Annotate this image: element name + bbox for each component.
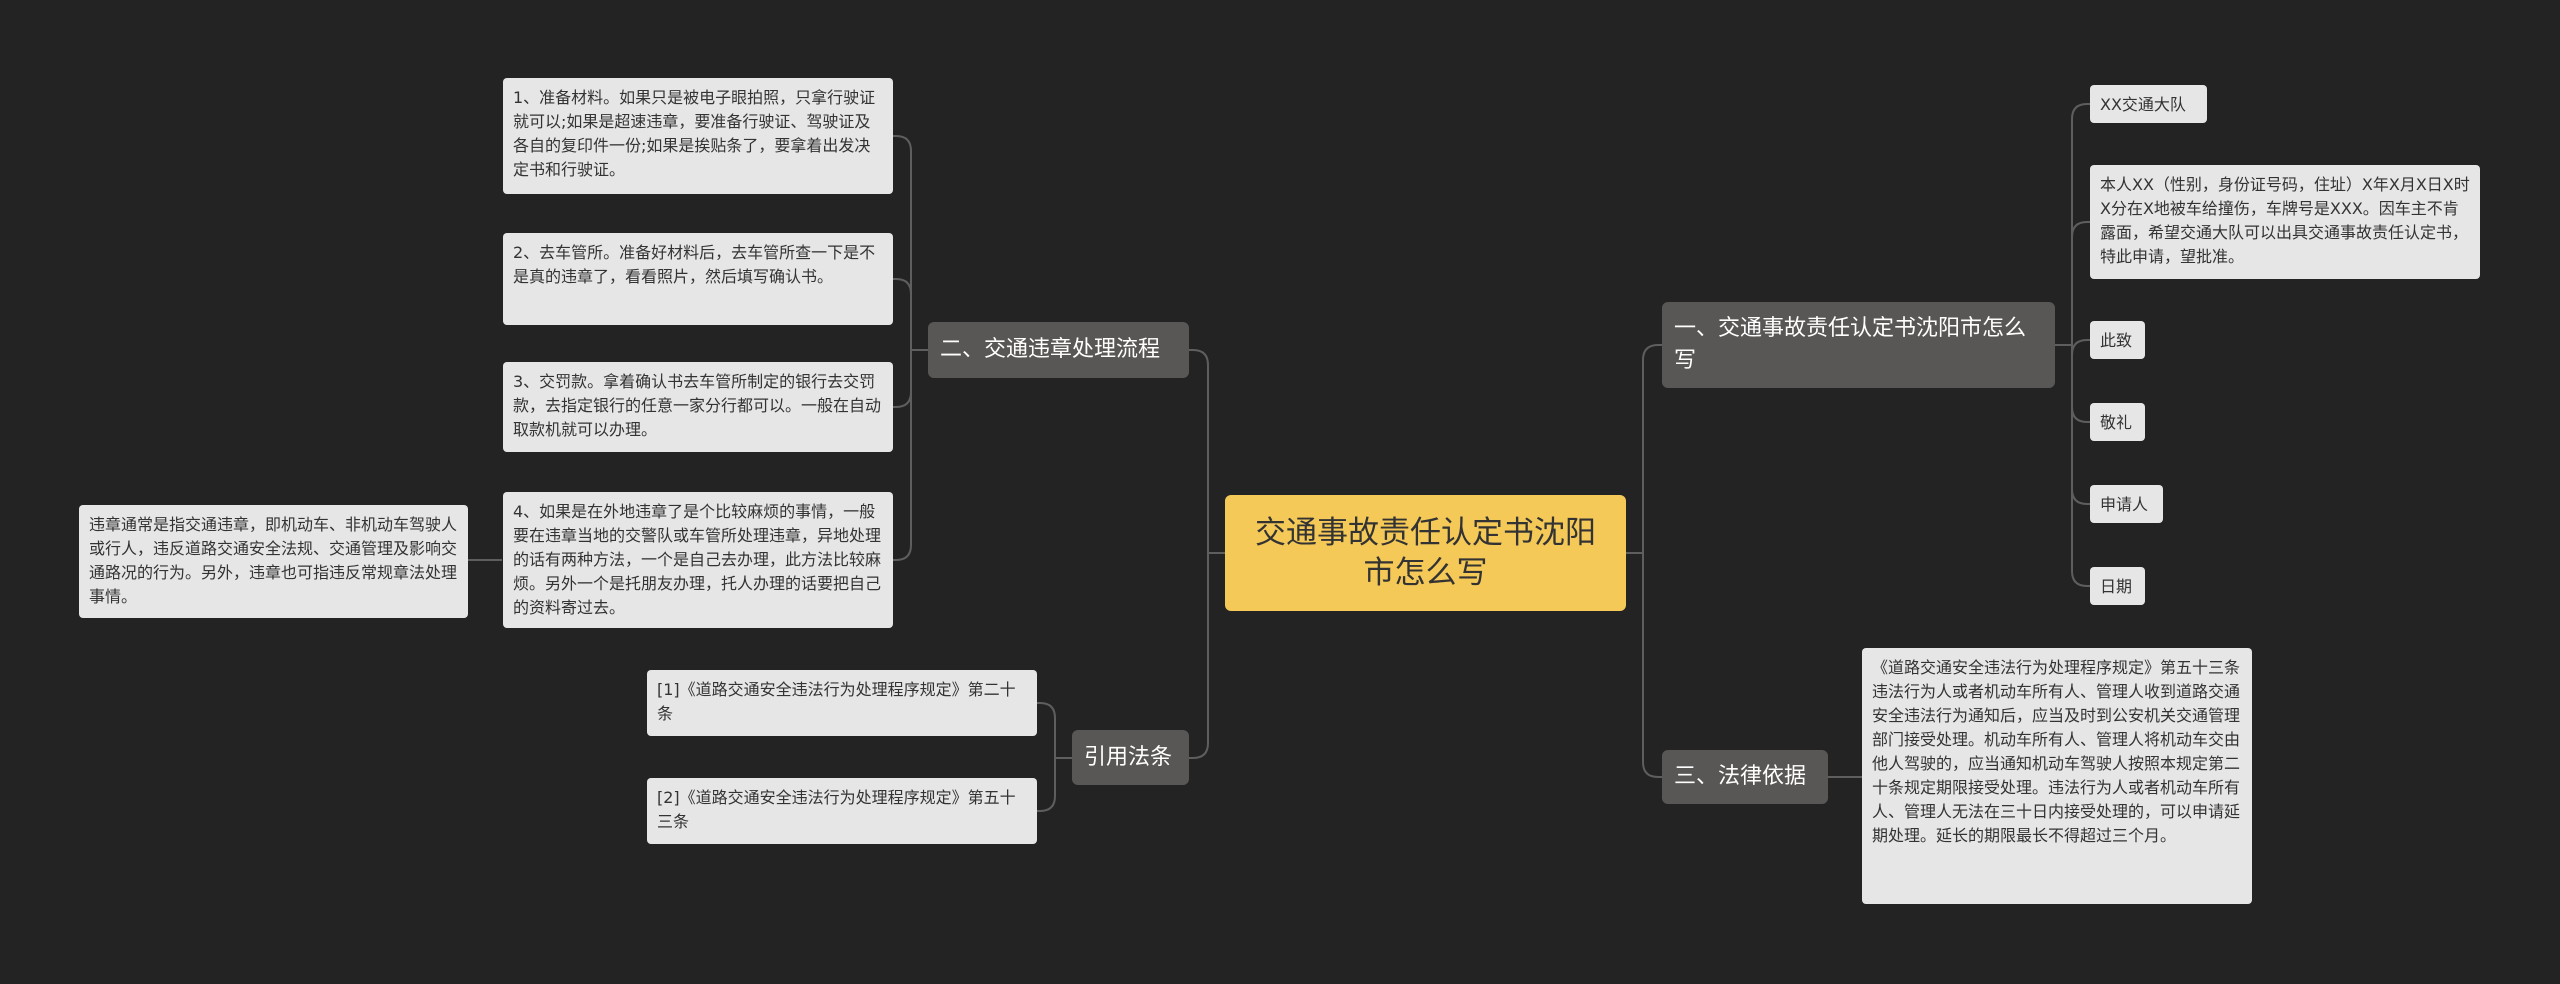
branch-legal-basis[interactable]: 三、法律依据 bbox=[1662, 750, 1828, 804]
leaf-date[interactable]: 日期 bbox=[2090, 567, 2145, 605]
leaf-text: 本人XX（性别，身份证号码，住址）X年X月X日X时X分在X地被车给撞伤，车牌号是… bbox=[2100, 175, 2470, 266]
leaf-citation-2[interactable]: [2]《道路交通安全违法行为处理程序规定》第五十三条 bbox=[647, 778, 1037, 844]
leaf-text: XX交通大队 bbox=[2100, 95, 2186, 114]
leaf-application-body[interactable]: 本人XX（性别，身份证号码，住址）X年X月X日X时X分在X地被车给撞伤，车牌号是… bbox=[2090, 165, 2480, 279]
leaf-text: 3、交罚款。拿着确认书去车管所制定的银行去交罚款，去指定银行的任意一家分行都可以… bbox=[513, 372, 882, 439]
connector-b2-leaf2 bbox=[893, 278, 928, 351]
leaf-text: 1、准备材料。如果只是被电子眼拍照，只拿行驶证就可以;如果是超速违章，要准备行驶… bbox=[513, 88, 876, 179]
branch-violation-process[interactable]: 二、交通违章处理流程 bbox=[928, 322, 1189, 378]
leaf-text: 违章通常是指交通违章，即机动车、非机动车驾驶人或行人，违反道路交通安全法规、交通… bbox=[89, 515, 458, 606]
leaf-step-vehicle-office[interactable]: 2、去车管所。准备好材料后，去车管所查一下是不是真的违章了，看看照片，然后填写确… bbox=[503, 233, 893, 325]
leaf-text: 申请人 bbox=[2100, 495, 2149, 514]
root-topic-label: 交通事故责任认定书沈阳市怎么写 bbox=[1255, 515, 1596, 591]
leaf-traffic-brigade[interactable]: XX交通大队 bbox=[2090, 85, 2207, 123]
connector-b4-leaf2 bbox=[1037, 757, 1072, 812]
branch-cited-laws[interactable]: 引用法条 bbox=[1072, 730, 1189, 785]
leaf-text: [2]《道路交通安全违法行为处理程序规定》第五十三条 bbox=[657, 788, 1016, 831]
leaf-violation-definition[interactable]: 违章通常是指交通违章，即机动车、非机动车驾驶人或行人，违反道路交通安全法规、交通… bbox=[79, 505, 468, 618]
leaf-zhici[interactable]: 此致 bbox=[2090, 321, 2145, 359]
connector-b4-leaf1 bbox=[1037, 702, 1072, 759]
branch-label: 一、交通事故责任认定书沈阳市怎么写 bbox=[1674, 316, 2027, 373]
leaf-applicant[interactable]: 申请人 bbox=[2090, 485, 2163, 523]
connector-root-b3 bbox=[1626, 552, 1662, 778]
branch-label: 引用法条 bbox=[1084, 744, 1173, 770]
leaf-text: [1]《道路交通安全违法行为处理程序规定》第二十条 bbox=[657, 680, 1016, 723]
branch-label: 二、交通违章处理流程 bbox=[940, 337, 1161, 362]
leaf-citation-1[interactable]: [1]《道路交通安全违法行为处理程序规定》第二十条 bbox=[647, 670, 1037, 736]
connector-b2-leaf1 bbox=[893, 135, 928, 351]
leaf-text: 敬礼 bbox=[2100, 413, 2133, 432]
connector-root-b4 bbox=[1189, 552, 1225, 759]
connector-b2-leaf4 bbox=[893, 349, 928, 561]
leaf-step-prepare-materials[interactable]: 1、准备材料。如果只是被电子眼拍照，只拿行驶证就可以;如果是超速违章，要准备行驶… bbox=[503, 78, 893, 194]
leaf-text: 4、如果是在外地违章了是个比较麻烦的事情，一般要在违章当地的交警队或车管所处理违… bbox=[513, 502, 882, 617]
leaf-text: 此致 bbox=[2100, 331, 2133, 350]
leaf-jingli[interactable]: 敬礼 bbox=[2090, 403, 2145, 441]
branch-accident-certificate[interactable]: 一、交通事故责任认定书沈阳市怎么写 bbox=[1662, 302, 2055, 388]
leaf-text: 《道路交通安全违法行为处理程序规定》第五十三条 违法行为人或者机动车所有人、管理… bbox=[1872, 658, 2241, 845]
leaf-step-pay-fine[interactable]: 3、交罚款。拿着确认书去车管所制定的银行去交罚款，去指定银行的任意一家分行都可以… bbox=[503, 362, 893, 452]
connector-root-b1 bbox=[1626, 344, 1662, 554]
leaf-text: 2、去车管所。准备好材料后，去车管所查一下是不是真的违章了，看看照片，然后填写确… bbox=[513, 243, 876, 286]
connector-b1-leaf1 bbox=[2055, 103, 2090, 346]
leaf-step-out-of-town[interactable]: 4、如果是在外地违章了是个比较麻烦的事情，一般要在违章当地的交警队或车管所处理违… bbox=[503, 492, 893, 628]
leaf-legal-article-53[interactable]: 《道路交通安全违法行为处理程序规定》第五十三条 违法行为人或者机动车所有人、管理… bbox=[1862, 648, 2252, 904]
branch-label: 三、法律依据 bbox=[1674, 764, 1807, 789]
root-topic[interactable]: 交通事故责任认定书沈阳市怎么写 bbox=[1225, 495, 1626, 611]
connector-b1-leaf6 bbox=[2055, 344, 2090, 587]
connector-b1-leaf2 bbox=[2055, 221, 2090, 346]
connector-root-b2 bbox=[1189, 349, 1225, 554]
leaf-text: 日期 bbox=[2100, 577, 2133, 596]
